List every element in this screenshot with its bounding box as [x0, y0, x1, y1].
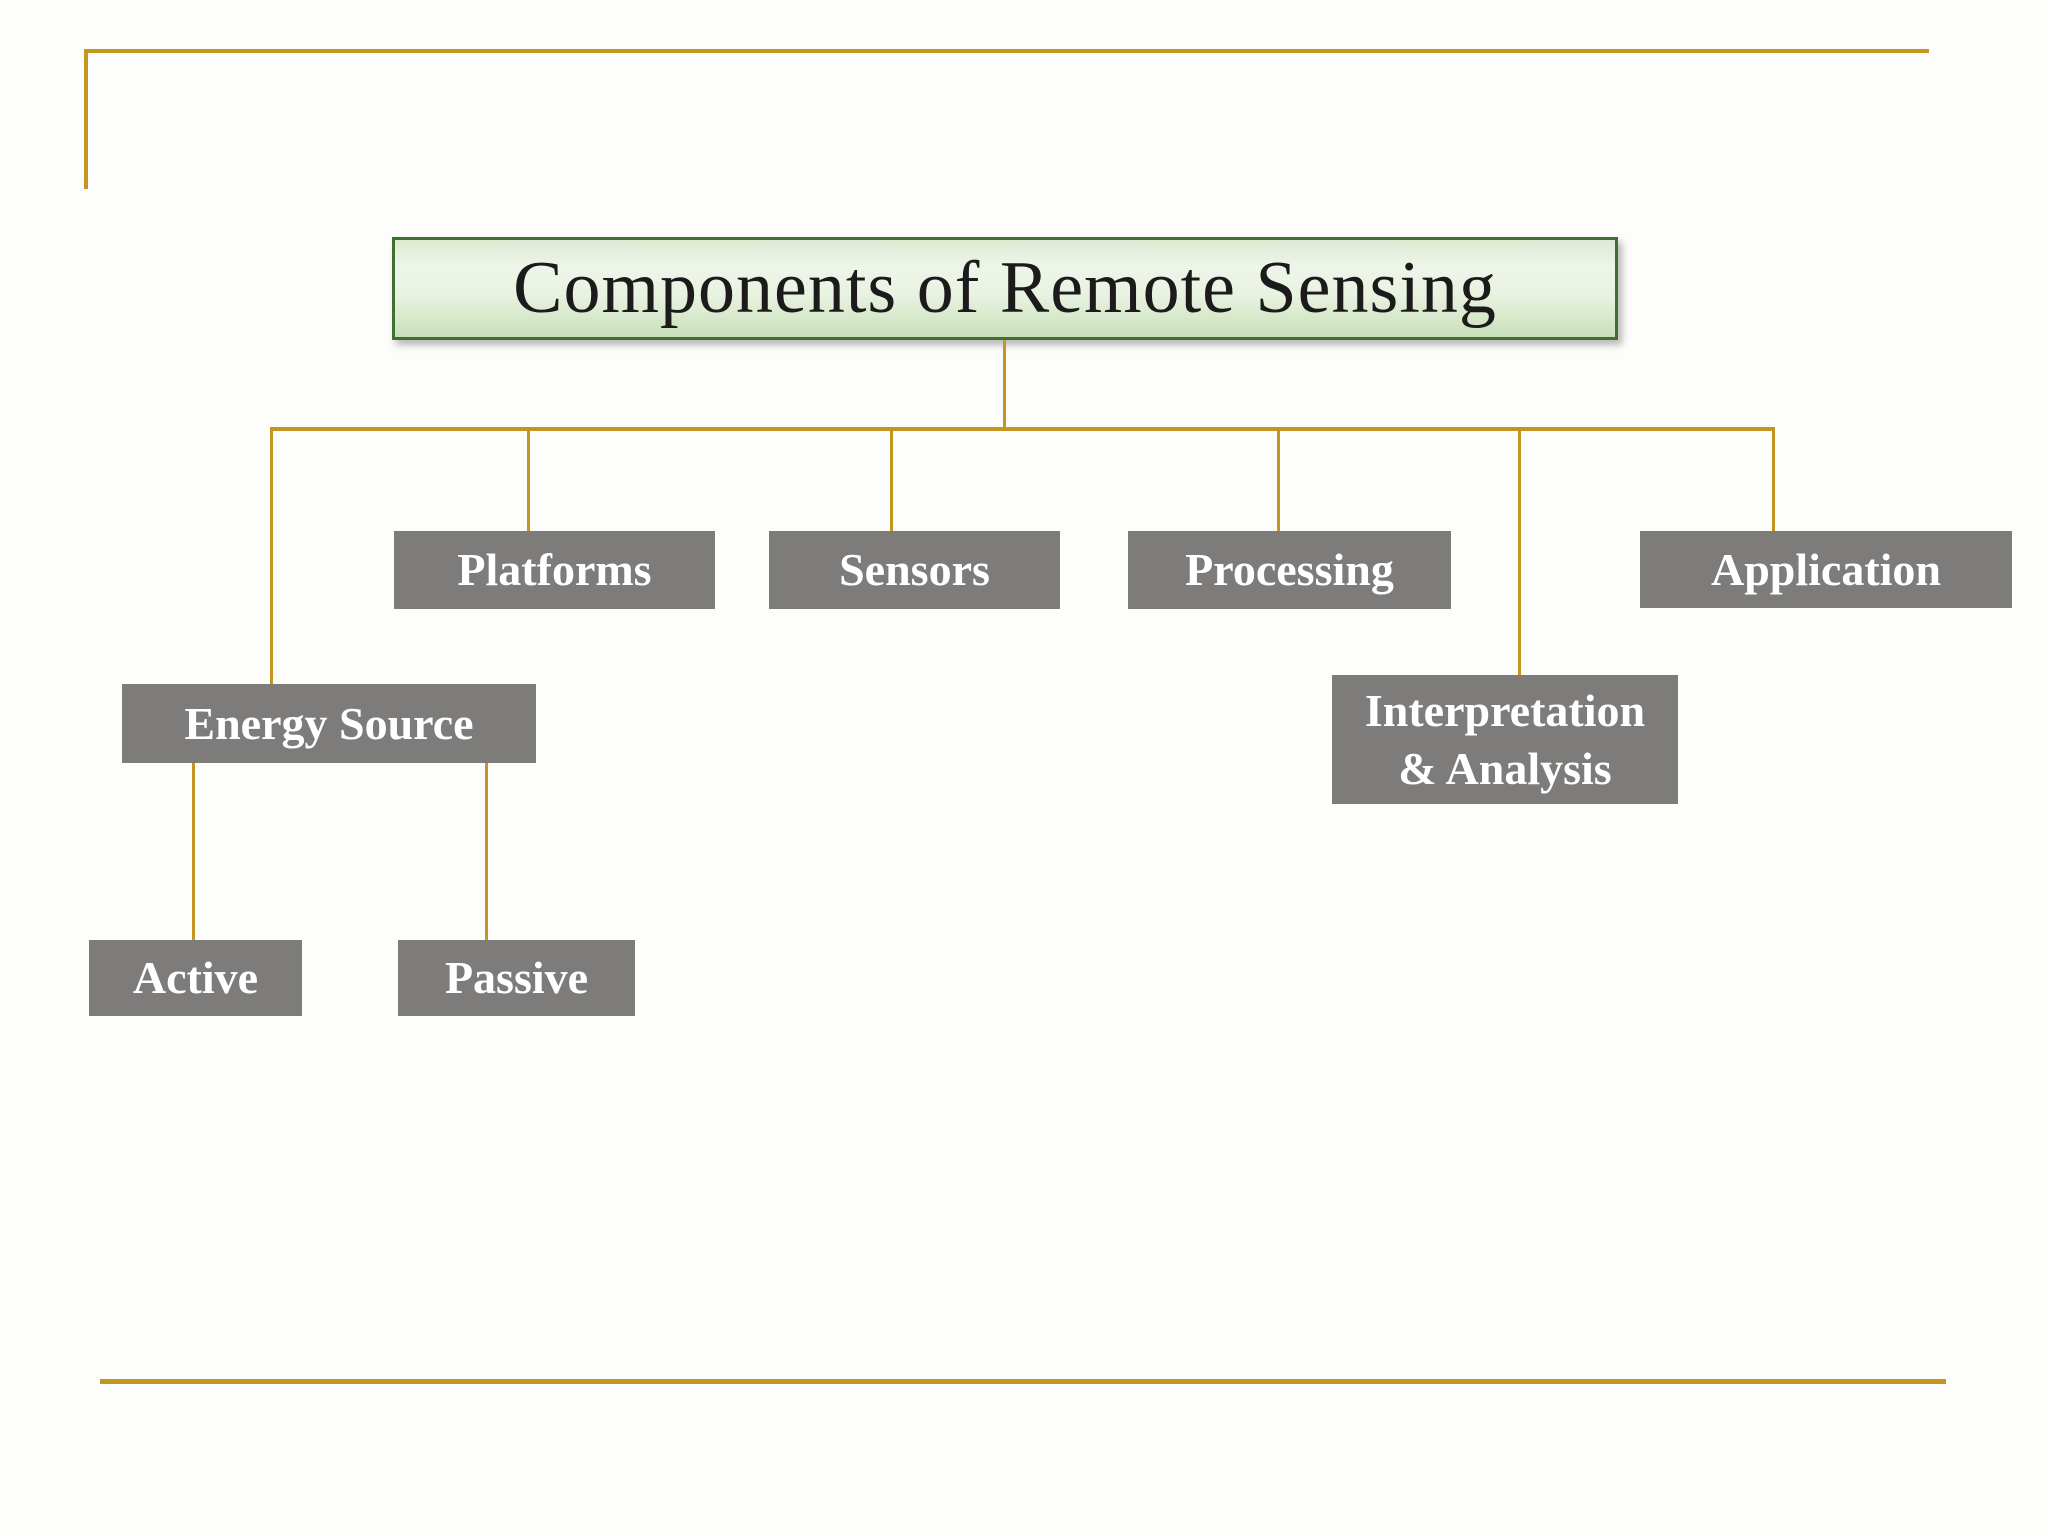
connector-drop-platforms	[527, 427, 530, 531]
node-active: Active	[89, 940, 302, 1016]
node-interpretation-line2: & Analysis	[1398, 742, 1612, 794]
frame-left-line	[84, 49, 88, 189]
node-platforms: Platforms	[394, 531, 715, 609]
page-title: Components of Remote Sensing	[513, 247, 1497, 329]
connector-drop-passive	[485, 763, 488, 940]
node-application: Application	[1640, 531, 2012, 608]
node-interpretation-line1: Interpretation	[1364, 685, 1646, 736]
node-passive-label: Passive	[444, 952, 589, 1004]
node-sensors: Sensors	[769, 531, 1060, 609]
connector-horizontal-rail	[270, 427, 1775, 431]
connector-drop-application	[1772, 427, 1775, 532]
node-platforms-label: Platforms	[457, 544, 652, 596]
node-interpretation-analysis: Interpretation & Analysis	[1332, 675, 1678, 804]
node-processing: Processing	[1128, 531, 1451, 609]
frame-bottom-line	[100, 1379, 1946, 1384]
frame-top-line	[84, 49, 1929, 53]
node-energy-source-label: Energy Source	[184, 697, 474, 749]
connector-drop-interpretation	[1518, 427, 1521, 675]
node-passive: Passive	[398, 940, 635, 1016]
title-box: Components of Remote Sensing	[392, 237, 1618, 340]
connector-drop-processing	[1277, 427, 1280, 531]
node-processing-label: Processing	[1185, 544, 1394, 596]
node-application-label: Application	[1710, 543, 1942, 595]
connector-drop-active	[192, 763, 195, 940]
connector-drop-sensors	[890, 427, 893, 531]
node-active-label: Active	[132, 952, 259, 1004]
connector-trunk	[1003, 340, 1006, 427]
connector-drop-energy-source	[270, 427, 273, 684]
node-sensors-label: Sensors	[839, 544, 990, 596]
node-energy-source: Energy Source	[122, 684, 536, 763]
